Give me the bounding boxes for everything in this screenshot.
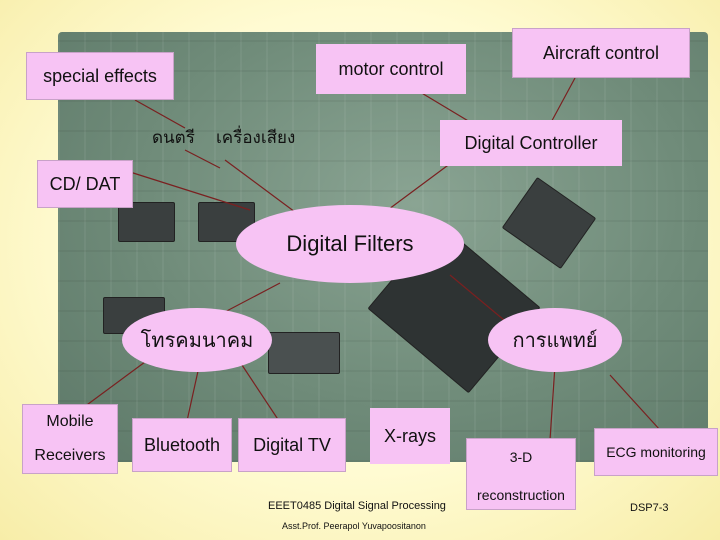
label-digital-filters: Digital Filters <box>236 205 464 283</box>
label-mobile-receivers: Mobile Receivers <box>22 404 118 474</box>
label-motor-control: motor control <box>316 44 466 94</box>
footer-author: Asst.Prof. Peerapol Yuvapoositanon <box>282 521 426 531</box>
board-chip <box>118 202 175 242</box>
board-chip <box>268 332 340 374</box>
label-digital-tv: Digital TV <box>238 418 346 472</box>
label-special-effects: special effects <box>26 52 174 100</box>
label-thai-sound: เครื่องเสียง <box>216 128 296 147</box>
label-ecg-monitoring: ECG monitoring <box>594 428 718 476</box>
label-thai-telecom: โทรคมนาคม <box>122 308 272 372</box>
label-thai-medical: การแพทย์ <box>488 308 622 372</box>
label-3d-reconstruction: 3-D reconstruction <box>466 438 576 510</box>
footer-slide-number: DSP7-3 <box>630 502 669 514</box>
label-digital-controller: Digital Controller <box>440 120 622 166</box>
label-xrays: X-rays <box>370 408 450 464</box>
label-bluetooth: Bluetooth <box>132 418 232 472</box>
label-aircraft-control: Aircraft control <box>512 28 690 78</box>
footer-course: EEET0485 Digital Signal Processing <box>268 500 446 512</box>
label-thai-music: ดนตรี <box>152 128 195 147</box>
label-cd-dat: CD/ DAT <box>37 160 133 208</box>
